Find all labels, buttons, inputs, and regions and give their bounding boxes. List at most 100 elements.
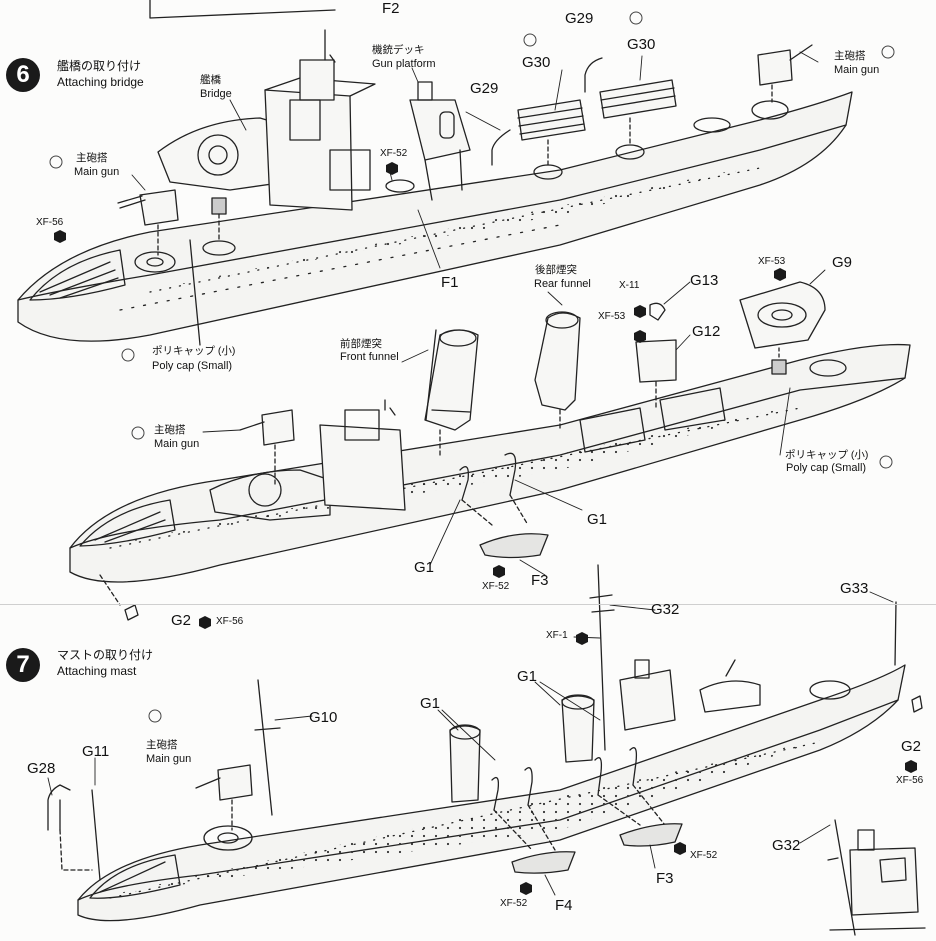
- bridge-structure-step6b: [209, 399, 406, 521]
- part-g1-label: G1: [414, 559, 435, 576]
- g11-jackstaff: [91, 789, 101, 881]
- paint-xf1-label: XF-1: [546, 630, 568, 641]
- front-funnel-g1: [424, 329, 479, 456]
- bow-anchor-deck-step7: [89, 854, 181, 899]
- part-g29-step6: [491, 57, 603, 166]
- paint-xf52-label: XF-52: [690, 850, 718, 861]
- prev-step-fragment: [149, 0, 336, 19]
- rear-funnel-label-jp: 後部煙突: [535, 264, 577, 276]
- main-gun-fwd-label-jp: 主砲搭: [76, 152, 108, 164]
- boat-f4: [511, 851, 576, 874]
- part-f1-label: F1: [441, 274, 459, 291]
- paint-xf52-label: XF-52: [500, 898, 528, 909]
- step7-title-en: Attaching mast: [57, 664, 137, 678]
- bridge-label-jp: 艦橋: [200, 74, 221, 86]
- prev-part-label: F2: [382, 0, 400, 17]
- paint-xf56-label: XF-56: [896, 775, 924, 786]
- g2-part-step7: [911, 695, 923, 713]
- paint-xf56-label: XF-56: [216, 616, 244, 627]
- step6-title-jp: 艦橋の取り付け: [57, 59, 142, 73]
- rear-funnel-label-en: Rear funnel: [534, 278, 591, 290]
- part-g29-label: G29: [565, 10, 594, 27]
- torpedo-tubes-step6b: [579, 387, 726, 453]
- step6-title-en: Attaching bridge: [57, 75, 144, 89]
- paint-xf52-label: XF-52: [482, 581, 510, 592]
- paint-xf52-label: XF-52: [380, 148, 408, 159]
- paint-xf53-label: XF-53: [598, 311, 626, 322]
- main-gun-label-jp: 主砲搭: [154, 424, 186, 436]
- boat-f3-step6b: [479, 533, 549, 559]
- forward-gun-step6b: [239, 409, 295, 486]
- g32-mainmast: [589, 564, 615, 751]
- g10-foremast: [254, 679, 281, 816]
- part-g1-label: G1: [517, 668, 538, 685]
- g9-aft-structure: [739, 281, 847, 377]
- part-g1-label: G1: [587, 511, 608, 528]
- front-funnel-label-jp: 前部煙突: [340, 338, 382, 350]
- bow-anchor-deck-step6: [29, 249, 126, 301]
- poly-cap-label-en: Poly cap (Small): [786, 462, 867, 474]
- bridge-structure-step6: [157, 29, 376, 211]
- torpedo-tubes-g30-step6: [517, 79, 677, 180]
- g33-flagstaff: [894, 601, 897, 666]
- part-g12-label: G12: [692, 323, 721, 340]
- step7-title-jp: マストの取り付け: [57, 648, 154, 662]
- rear-funnel: [534, 311, 581, 431]
- part-g2-label: G2: [171, 612, 192, 629]
- g13-g12-searchlight: [635, 302, 677, 411]
- part-g30-label: G30: [627, 36, 656, 53]
- poly-cap-step6: [189, 197, 236, 346]
- forward-gun-step7: [195, 764, 253, 851]
- part-g9-label: G9: [832, 254, 853, 271]
- note-icons: [49, 11, 895, 723]
- poly-cap-label-jp: ポリキャップ (小): [152, 345, 236, 357]
- front-funnel-label-en: Front funnel: [340, 351, 399, 363]
- main-gun-fwd-label-en: Main gun: [74, 166, 120, 178]
- g28-davits: [47, 784, 93, 871]
- gun-platform-label-jp: 機銃デッキ: [372, 44, 425, 56]
- bow-anchor-deck-step6b: [79, 499, 176, 547]
- forward-gun-step6: [117, 189, 179, 273]
- bridge-label-en: Bridge: [200, 88, 232, 100]
- paint-xf53-label: XF-53: [758, 256, 786, 267]
- poly-cap-label-jp: ポリキャップ (小): [785, 449, 869, 461]
- part-f4-label: F4: [555, 897, 573, 914]
- part-f3-label: F3: [656, 870, 674, 887]
- step-number-6: 6: [6, 58, 40, 92]
- main-gun-label-en: Main gun: [154, 438, 200, 450]
- g1-brackets-step7: [491, 747, 666, 851]
- section-divider: [0, 604, 936, 605]
- paint-xf56-label: XF-56: [36, 217, 64, 228]
- poly-cap-label-en: Poly cap (Small): [152, 360, 233, 372]
- gun-platform-label-en: Gun platform: [372, 58, 436, 70]
- hull-step7: [77, 664, 906, 922]
- main-gun-aft-label-jp: 主砲搭: [834, 50, 866, 62]
- hull-step6b: [69, 343, 911, 583]
- part-g33-label: G33: [840, 580, 869, 597]
- part-g32-label: G32: [772, 837, 801, 854]
- paint-markers: [54, 162, 917, 895]
- part-g28-label: G28: [27, 760, 56, 777]
- paint-x11-label: X-11: [619, 280, 640, 291]
- g2-part-step6b: [124, 604, 139, 621]
- part-g10-label: G10: [309, 709, 338, 726]
- part-g30-label: G30: [522, 54, 551, 71]
- part-f3-label: F3: [531, 572, 549, 589]
- aft-superstructure-step7: [619, 659, 851, 731]
- rear-funnel-step7: [561, 694, 595, 763]
- boat-f3-step7: [619, 823, 683, 847]
- g32-inset-detail: [827, 819, 926, 936]
- main-gun-aft-label-en: Main gun: [834, 64, 880, 76]
- aft-gun-step6: [693, 44, 813, 133]
- g1-brackets-step6b: [459, 452, 529, 526]
- main-gun-label-en: Main gun: [146, 753, 192, 765]
- part-g13-label: G13: [690, 272, 719, 289]
- part-g2-label: G2: [901, 738, 922, 755]
- step-number-7: 7: [6, 648, 40, 682]
- part-g1-label: G1: [420, 695, 441, 712]
- part-g11-label: G11: [82, 743, 110, 760]
- part-xf52-step6: [385, 179, 415, 193]
- part-g32-label: G32: [651, 601, 680, 618]
- main-gun-label-jp: 主砲搭: [146, 739, 178, 751]
